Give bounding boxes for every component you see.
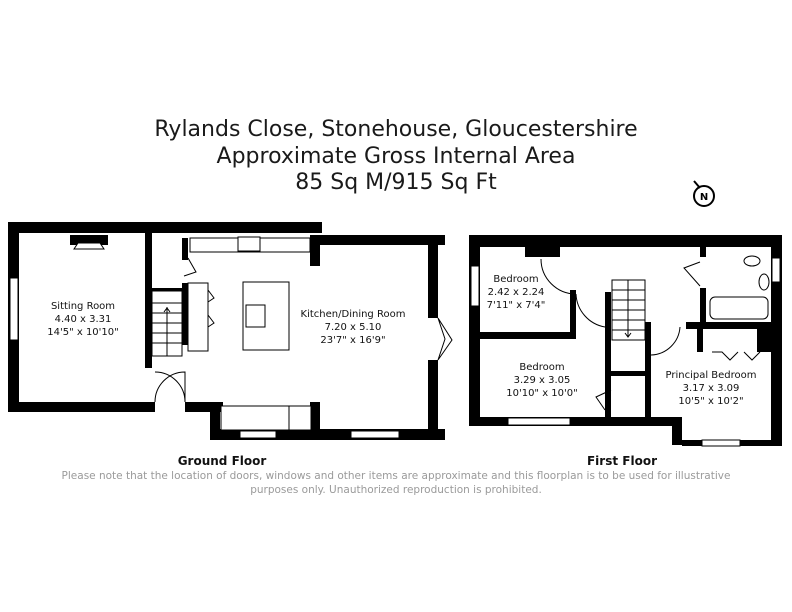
door-swing: [154, 371, 186, 403]
window: [470, 265, 480, 307]
room-imperial: 23'7" x 16'9": [320, 335, 385, 346]
door-swing: [683, 261, 701, 287]
wardrobe-doors: [712, 351, 761, 361]
door-swing: [154, 371, 186, 403]
title-area-label: Approximate Gross Internal Area: [216, 144, 576, 169]
title-address: Rylands Close, Stonehouse, Gloucestershi…: [154, 117, 638, 142]
fireplace-icon: [73, 242, 105, 250]
room-name: Principal Bedroom: [665, 370, 756, 381]
ground-floor-label: Ground Floor: [178, 454, 267, 468]
kitchen-unit: [220, 405, 290, 431]
room-imperial: 7'11" x 7'4": [487, 300, 546, 311]
room-metric: 3.29 x 3.05: [514, 375, 571, 386]
door-swing: [650, 326, 681, 356]
first-floor-label: First Floor: [587, 454, 657, 468]
staircase-ground: [151, 257, 453, 403]
room-imperial: 10'10" x 10'0": [506, 388, 578, 399]
room-name: Kitchen/Dining Room: [301, 309, 406, 320]
room-name: Bedroom: [493, 274, 538, 285]
room-imperial: 14'5" x 10'10": [47, 327, 119, 338]
hob-icon: [237, 236, 261, 252]
window: [771, 257, 781, 283]
room-metric: 7.20 x 5.10: [325, 322, 382, 333]
room-imperial: 10'5" x 10'2": [678, 396, 743, 407]
bath-icon: [709, 296, 769, 320]
staircase-first: [611, 279, 646, 341]
window: [507, 417, 571, 426]
room-metric: 4.40 x 3.31: [55, 314, 112, 325]
window: [350, 430, 400, 439]
room-metric: 2.42 x 2.24: [488, 287, 545, 298]
basin-icon: [758, 273, 770, 291]
room-metric: 3.17 x 3.09: [683, 383, 740, 394]
first-floor-plan: [469, 235, 782, 446]
disclaimer: Please note that the location of doors, …: [61, 470, 731, 496]
room-name: Bedroom: [519, 362, 564, 373]
door-swing: [595, 389, 612, 411]
compass-letter: N: [700, 192, 708, 203]
room-name: Sitting Room: [51, 301, 115, 312]
door-swing: [575, 293, 606, 328]
sink-icon: [245, 304, 266, 328]
french-doors: [437, 317, 453, 361]
kitchen-unit: [187, 282, 209, 352]
toilet-icon: [743, 255, 761, 267]
window: [701, 439, 741, 447]
kitchen-unit: [288, 405, 312, 431]
title-area-value: 85 Sq M/915 Sq Ft: [295, 170, 497, 195]
window: [9, 277, 19, 341]
door-swing: [540, 258, 577, 295]
compass-icon: N: [693, 180, 715, 207]
window: [239, 430, 277, 439]
